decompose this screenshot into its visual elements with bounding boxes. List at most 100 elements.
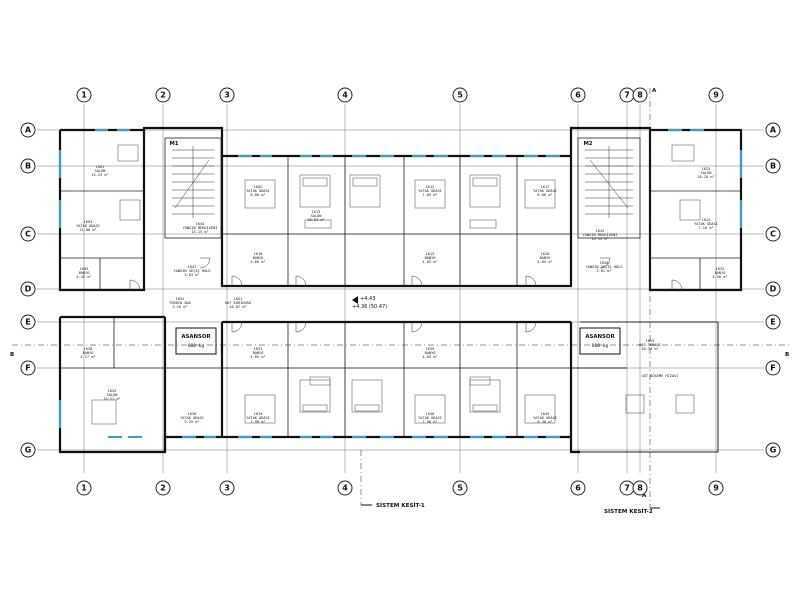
svg-text:YATAK ODASI: YATAK ODASI: [246, 189, 270, 193]
svg-text:1K20: 1K20: [541, 252, 550, 256]
svg-text:4.50 m²: 4.50 m²: [712, 275, 727, 279]
svg-text:D: D: [25, 285, 32, 294]
level-marker: +4.43 +4.36 (50.47): [352, 296, 387, 310]
svg-text:1: 1: [81, 484, 87, 493]
svg-text:1K25: 1K25: [716, 267, 725, 271]
svg-text:9: 9: [713, 91, 719, 100]
svg-text:YANGIN GEÇİŞ HOLÜ: YANGIN GEÇİŞ HOLÜ: [586, 264, 623, 269]
svg-text:4.45 m²: 4.45 m²: [76, 275, 91, 279]
svg-text:1K47: 1K47: [188, 265, 197, 269]
svg-text:7.89 m²: 7.89 m²: [422, 193, 437, 197]
section-lines: [12, 88, 790, 509]
svg-text:F: F: [770, 364, 775, 373]
svg-text:1K24: 1K24: [702, 218, 711, 222]
svg-text:9: 9: [713, 484, 719, 493]
svg-text:5: 5: [457, 484, 463, 493]
svg-text:7.10 m²: 7.10 m²: [698, 226, 713, 230]
svg-text:1K05: 1K05: [80, 267, 89, 271]
svg-text:YATAK ODASI: YATAK ODASI: [533, 416, 557, 420]
svg-text:1K45: 1K45: [596, 229, 605, 233]
elevator-right[interactable]: ASANSOR 800 kg: [579, 327, 621, 355]
svg-text:46.87 m²: 46.87 m²: [229, 305, 246, 309]
column-bubbles-bottom: 1 2 3 4 5 6 7 8 9: [76, 480, 724, 496]
svg-text:11.08 m²: 11.08 m²: [79, 228, 96, 232]
svg-text:G: G: [25, 446, 32, 455]
svg-text:6: 6: [575, 91, 581, 100]
svg-text:1K13: 1K13: [312, 210, 321, 214]
svg-text:1K02: 1K02: [254, 185, 263, 189]
svg-text:TEKNİK ODA: TEKNİK ODA: [169, 300, 191, 305]
svg-text:YATAK ODASI: YATAK ODASI: [246, 416, 270, 420]
svg-text:+4.36 (50.47): +4.36 (50.47): [352, 304, 387, 310]
svg-text:B: B: [25, 162, 31, 171]
svg-text:800 kg: 800 kg: [592, 343, 609, 349]
svg-text:1K30: 1K30: [188, 412, 197, 416]
svg-text:8: 8: [637, 484, 643, 493]
svg-text:SALON: SALON: [107, 393, 118, 397]
svg-text:1: 1: [81, 91, 87, 100]
svg-text:4.05 m²: 4.05 m²: [422, 260, 437, 264]
stair-m2: [577, 137, 641, 239]
svg-text:E: E: [770, 318, 775, 327]
svg-text:1K22: 1K22: [702, 167, 711, 171]
svg-text:3: 3: [224, 484, 230, 493]
furniture: [91, 144, 701, 425]
svg-text:1K15: 1K15: [426, 252, 435, 256]
svg-text:BANYO: BANYO: [715, 271, 726, 275]
svg-text:1K01: 1K01: [96, 165, 105, 169]
svg-text:YATAK ODASI: YATAK ODASI: [418, 416, 442, 420]
partitions: [60, 156, 741, 437]
svg-text:1K18: 1K18: [254, 252, 263, 256]
section-a-bottom: A: [642, 493, 647, 499]
column-bubbles-top: 1 2 3 4 5 6 7 8 9: [76, 87, 724, 103]
svg-text:1K40: 1K40: [426, 412, 435, 416]
svg-text:4.60 m²: 4.60 m²: [250, 260, 265, 264]
elevator-left[interactable]: ASANSOR 800 kg: [175, 327, 217, 355]
stair-m2-label: M2: [583, 141, 592, 147]
svg-text:15.11 m²: 15.11 m²: [103, 397, 120, 401]
building-walls: [58, 126, 743, 454]
svg-text:BANYO: BANYO: [253, 351, 264, 355]
svg-text:B: B: [770, 162, 776, 171]
row-bubbles-left: A B C D E F G: [20, 122, 36, 458]
svg-text:4: 4: [342, 484, 348, 493]
svg-text:ASANSOR: ASANSOR: [181, 334, 211, 340]
svg-text:YATAK ODASI: YATAK ODASI: [418, 189, 442, 193]
svg-text:4.17 m²: 4.17 m²: [80, 355, 95, 359]
svg-text:7: 7: [624, 91, 630, 100]
svg-text:4.05 m²: 4.05 m²: [250, 355, 265, 359]
svg-text:15.15 m²: 15.15 m²: [191, 230, 208, 234]
stair-m1-label: M1: [169, 141, 178, 147]
svg-text:2: 2: [160, 91, 166, 100]
svg-text:ASANSOR: ASANSOR: [585, 334, 615, 340]
svg-text:8.06 m²: 8.06 m²: [250, 193, 265, 197]
svg-text:2: 2: [160, 484, 166, 493]
stair-m1: [164, 137, 222, 239]
section-b-right: B: [785, 352, 789, 358]
svg-text:SALON: SALON: [701, 171, 712, 175]
svg-text:BANYO: BANYO: [253, 256, 264, 260]
svg-text:A: A: [25, 126, 32, 135]
svg-text:1K52: 1K52: [176, 297, 185, 301]
svg-text:3: 3: [224, 91, 230, 100]
svg-text:4.05 m²: 4.05 m²: [537, 260, 552, 264]
column-grid-lines: [83, 104, 717, 473]
svg-text:1K44: 1K44: [196, 222, 205, 226]
